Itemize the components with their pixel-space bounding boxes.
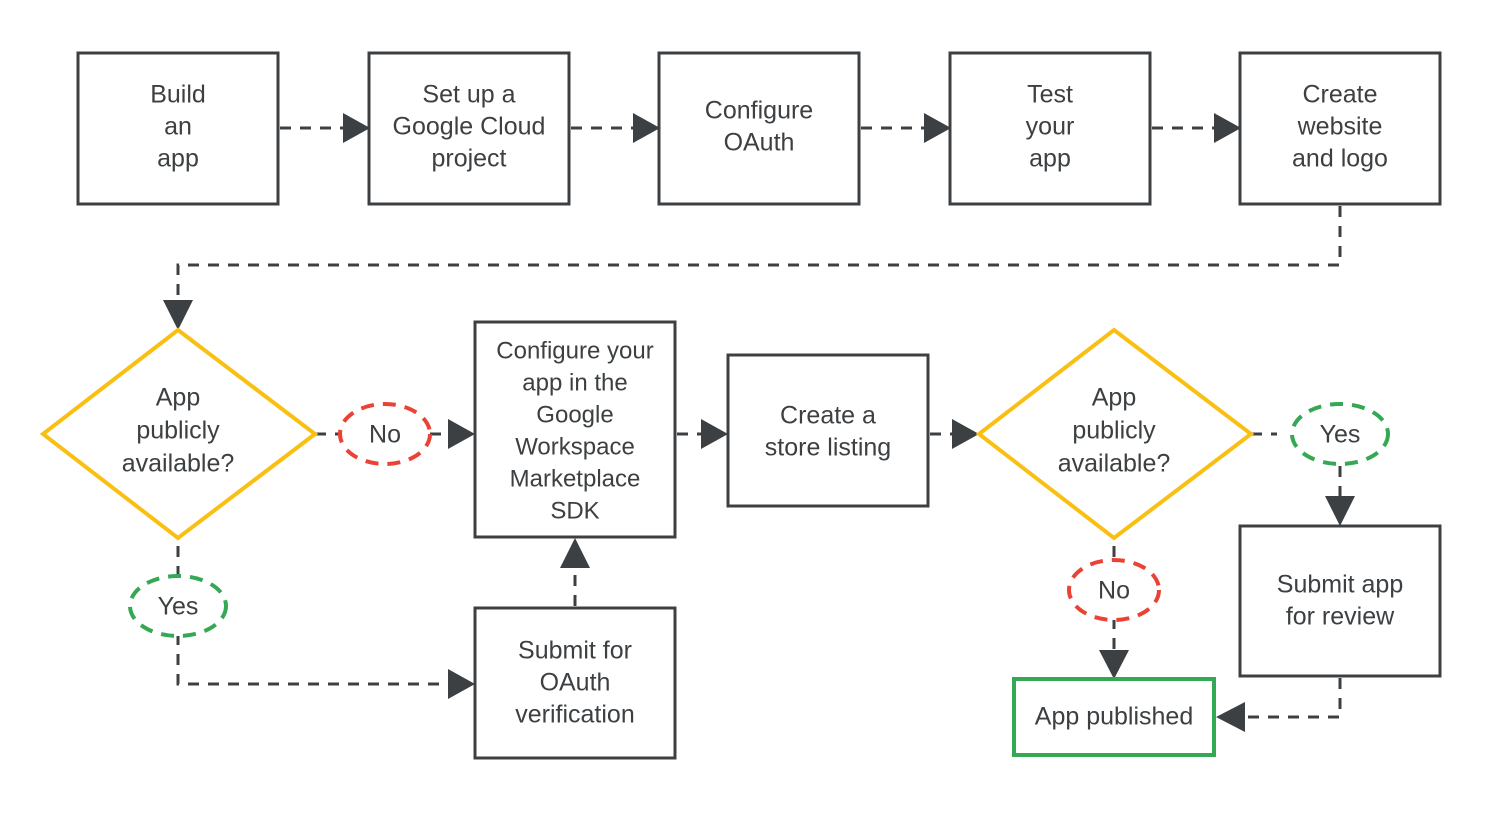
node-test-your-app-line-1: your [1026, 113, 1075, 141]
node-build-an-app-line-1: an [164, 113, 192, 141]
node-app-publicly-available-2-line-1: publicly [1072, 417, 1156, 445]
node-app-publicly-available-1-line-2: available? [122, 450, 235, 478]
edge-label-yes-2-text: Yes [1320, 421, 1361, 449]
edge-label-yes-2: Yes [1290, 402, 1390, 466]
node-configure-app-line-2: Google [536, 401, 613, 428]
edge-label-no-1: No [338, 402, 432, 466]
edge-decision-2-no-to-app-published [1099, 546, 1129, 679]
edge-decision-2-yes-to-submit-review [1251, 432, 1355, 526]
node-submit-app-for-review-line-1: for review [1286, 603, 1395, 631]
node-set-up-google-cloud-project-line-2: project [431, 145, 506, 173]
node-create-website-and-logo[interactable]: Create website and logo [1238, 51, 1442, 206]
node-create-a-store-listing-line-0: Create a [780, 402, 876, 430]
node-submit-app-for-review[interactable]: Submit app for review [1238, 524, 1442, 678]
node-build-an-app-line-2: app [157, 145, 199, 173]
edge-test-to-create-website [1152, 113, 1241, 143]
edge-setup-to-configure-oauth [571, 113, 660, 143]
edge-decision-1-no-to-configure-app [315, 419, 475, 449]
edge-decision-1-yes-to-submit-oauth [176, 546, 475, 699]
node-app-published-line-0: App published [1035, 703, 1193, 731]
node-set-up-google-cloud-project-line-0: Set up a [422, 81, 515, 109]
edge-create-website-to-decision-1 [163, 206, 1342, 330]
node-configure-app-line-5: SDK [550, 497, 599, 524]
node-build-an-app[interactable]: Build an app [76, 51, 280, 206]
node-set-up-google-cloud-project-line-1: Google Cloud [393, 113, 546, 141]
edge-label-yes-1-text: Yes [158, 593, 199, 621]
node-test-your-app[interactable]: Test your app [948, 51, 1152, 206]
node-app-publicly-available-2[interactable]: App publicly available? [975, 327, 1255, 541]
node-configure-app-line-3: Workspace [515, 433, 635, 460]
node-configure-oauth-line-1: OAuth [724, 129, 795, 157]
edge-configure-app-to-store-listing [677, 419, 728, 449]
node-app-published[interactable]: App published [1012, 677, 1216, 757]
node-set-up-google-cloud-project[interactable]: Set up a Google Cloud project [367, 51, 571, 206]
node-app-publicly-available-2-line-2: available? [1058, 450, 1171, 478]
node-create-a-store-listing[interactable]: Create a store listing [726, 353, 930, 508]
node-test-your-app-line-2: app [1029, 145, 1071, 173]
node-submit-for-oauth-verification-line-0: Submit for [518, 637, 632, 665]
node-create-website-and-logo-line-1: website [1297, 113, 1383, 141]
node-app-publicly-available-1-line-0: App [156, 384, 200, 412]
node-submit-for-oauth-verification-line-1: OAuth [540, 669, 611, 697]
edge-build-to-setup [280, 113, 370, 143]
edge-label-no-2-text: No [1098, 577, 1130, 605]
node-configure-app-line-0: Configure your [496, 337, 653, 364]
node-create-a-store-listing-line-1: store listing [765, 434, 891, 462]
node-submit-app-for-review-line-0: Submit app [1277, 571, 1403, 599]
connector-layer: configure-app-in-marketplace-sdk --> sub… [163, 113, 1355, 732]
node-create-website-and-logo-line-2: and logo [1292, 145, 1388, 173]
node-submit-for-oauth-verification[interactable]: Submit for OAuth verification [473, 606, 677, 760]
edge-label-no-2: No [1067, 558, 1161, 622]
edge-submit-oauth-to-configure-app [560, 538, 590, 606]
edge-label-yes-1: Yes [128, 574, 228, 638]
edge-submit-review-to-app-published [1216, 678, 1342, 732]
node-build-an-app-line-0: Build [150, 81, 206, 109]
node-app-publicly-available-1-line-1: publicly [136, 417, 220, 445]
node-create-website-and-logo-line-0: Create [1302, 81, 1377, 109]
node-configure-app-line-1: app in the [522, 369, 627, 396]
node-configure-app-in-marketplace-sdk[interactable]: Configure your app in the Google Workspa… [473, 320, 677, 539]
node-app-publicly-available-1[interactable]: App publicly available? [39, 327, 319, 541]
edge-store-listing-to-decision-2 [930, 419, 979, 449]
node-configure-app-line-4: Marketplace [510, 465, 641, 492]
node-submit-for-oauth-verification-line-2: verification [515, 701, 635, 729]
node-test-your-app-line-0: Test [1027, 81, 1073, 109]
node-configure-oauth-line-0: Configure [705, 97, 813, 125]
node-configure-oauth[interactable]: Configure OAuth [657, 51, 861, 206]
edge-configure-oauth-to-test [861, 113, 951, 143]
node-app-publicly-available-2-line-0: App [1092, 384, 1136, 412]
edge-label-no-1-text: No [369, 421, 401, 449]
